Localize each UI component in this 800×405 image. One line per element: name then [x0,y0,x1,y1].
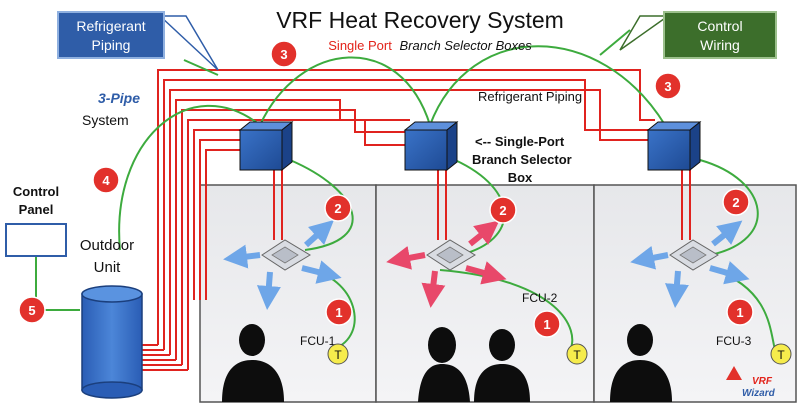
step-badge-3b: 3 [654,72,682,100]
step-badge-4: 4 [92,166,120,194]
step-badge-1c-label: 1 [736,305,743,320]
control-panel: Control Panel [5,184,67,257]
diagram-subtitle: Single Port Branch Selector Boxes [328,38,532,53]
step-badge-2c-label: 2 [732,195,739,210]
subtitle-single-port: Single Port [328,38,392,53]
outdoor-unit-label-line2: Unit [94,259,122,276]
control-panel-label-line1: Control [13,184,59,199]
person-silhouette-4 [610,324,672,402]
refrigerant-piping-callout-line2: Piping [92,37,131,53]
system-label: System [82,112,129,128]
step-badge-2a-label: 2 [334,201,341,216]
control-panel-label-line2: Panel [19,202,54,217]
outdoor-unit-label-line1: Outdoor [80,237,134,254]
fcu-label-3: FCU-3 [716,334,752,348]
step-badge-5: 5 [18,296,46,324]
refrigerant-piping-line-label: Refrigerant Piping [478,89,582,104]
step-badge-3a: 3 [270,40,298,68]
fcu-cassette-1 [223,219,342,310]
vrf-wizard-logo: VRF Wizard [726,366,776,399]
refrigerant-piping-callout-line1: Refrigerant [76,18,145,34]
step-badge-3b-label: 3 [664,79,671,94]
thermostat-1-label: T [334,348,342,362]
step-badge-1b-label: 1 [543,317,550,332]
thermostat-2: T [566,343,588,365]
step-badge-2b-label: 2 [499,203,506,218]
thermostat-1: T [327,343,349,365]
step-badge-1a-label: 1 [335,305,342,320]
three-pipe-label: 3-Pipe [98,90,140,106]
bsb-callout-line3: Box [508,170,533,185]
branch-selector-box-2 [403,120,459,172]
step-badge-1b: 1 [533,310,561,338]
fcu-label-1: FCU-1 [300,334,336,348]
step-badge-2a: 2 [324,194,352,222]
refrigerant-piping-callout: Refrigerant Piping [57,11,219,71]
step-badge-2c: 2 [722,188,750,216]
branch-selector-box-3 [646,120,702,172]
step-badge-5-label: 5 [28,303,35,318]
bsb-callout-line1: <-- Single-Port [475,134,565,149]
step-badge-2b: 2 [489,196,517,224]
fcu-label-2: FCU-2 [522,291,558,305]
subtitle-bsb: Branch Selector Boxes [399,38,532,53]
logo-line1: VRF [752,376,773,387]
person-silhouette-1 [222,324,284,402]
control-wiring-callout: Control Wiring [619,11,777,59]
person-silhouette-2 [418,327,470,402]
branch-selector-box-1 [238,120,294,172]
room-2 [375,184,595,403]
control-panel-box [5,223,67,257]
step-badge-4-label: 4 [102,173,110,188]
room-1 [199,184,377,403]
bsb-callout-line2: Branch Selector [472,152,572,167]
diagram-title: VRF Heat Recovery System [276,7,564,33]
step-badge-3a-label: 3 [280,47,287,62]
fcu-cassette-3 [630,220,750,308]
thermostat-3-label: T [777,348,785,362]
thermostat-2-label: T [573,348,581,362]
step-badge-1c: 1 [726,298,754,326]
control-wiring-callout-line1: Control [697,18,742,34]
thermostat-3: T [770,343,792,365]
logo-line2: Wizard [742,388,776,399]
outdoor-unit: Outdoor Unit [80,237,143,399]
fcu-cassette-2 [386,220,507,308]
person-silhouette-3 [474,329,530,402]
control-wiring-callout-line2: Wiring [700,37,740,53]
step-badge-1a: 1 [325,298,353,326]
